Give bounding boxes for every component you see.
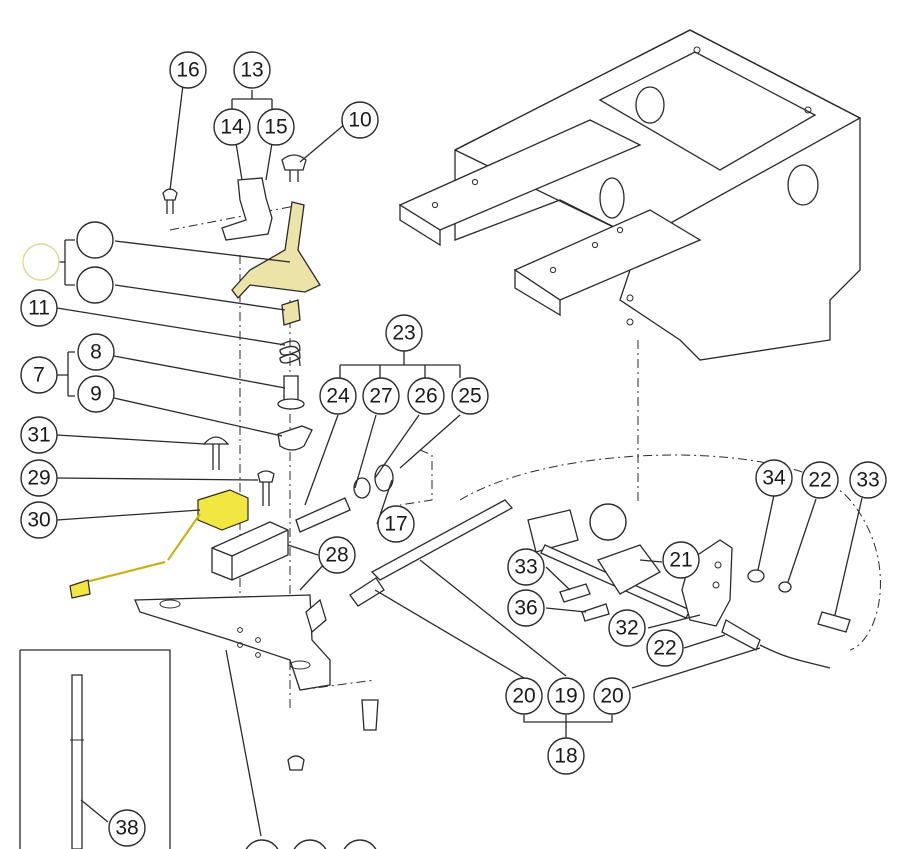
svg-text:20: 20 (512, 685, 535, 708)
callout-blank-right (589, 503, 627, 541)
callout-32: 32 (608, 609, 646, 647)
svg-text:20: 20 (600, 685, 623, 708)
callout-22-top: 22 (801, 461, 839, 499)
callout-25: 25 (451, 377, 489, 415)
callout-17: 17 (377, 505, 415, 543)
svg-text:25: 25 (458, 385, 481, 408)
svg-text:33: 33 (514, 556, 537, 579)
machine-bed-frame (398, 29, 862, 361)
block-28 (211, 521, 289, 581)
screw-16 (162, 188, 178, 214)
svg-text:34: 34 (762, 467, 786, 490)
panel-38 (19, 649, 171, 849)
shaft-24 (295, 497, 351, 533)
svg-text:36: 36 (514, 597, 537, 620)
svg-text:23: 23 (392, 322, 415, 345)
callout-blank-left (22, 243, 60, 281)
svg-text:11: 11 (28, 297, 50, 320)
svg-text:27: 27 (369, 385, 392, 408)
callout-28: 28 (318, 536, 356, 574)
callout-33-left: 33 (507, 548, 545, 586)
callout-15: 15 (257, 108, 295, 146)
svg-text:7: 7 (33, 364, 45, 387)
callout-14: 14 (213, 108, 251, 146)
callout-9: 9 (77, 375, 115, 413)
svg-text:22: 22 (653, 637, 676, 660)
callout-13: 13 (233, 51, 271, 89)
callout-16: 16 (169, 51, 207, 89)
svg-text:22: 22 (808, 469, 831, 492)
callout-38: 38 (108, 809, 146, 847)
callout-blank-lower (76, 266, 114, 304)
bolts-bottom (287, 699, 379, 771)
leader-lines (45, 84, 863, 837)
lever-highlighted (231, 201, 321, 300)
svg-text:17: 17 (384, 513, 407, 536)
callout-bottom-2 (293, 839, 327, 849)
collar-11 (281, 299, 301, 326)
svg-text:26: 26 (414, 385, 437, 408)
svg-text:29: 29 (27, 467, 50, 490)
pin-8 (277, 375, 305, 410)
svg-text:31: 31 (27, 424, 50, 447)
base-plate (134, 594, 331, 691)
svg-text:24: 24 (326, 385, 350, 408)
svg-text:32: 32 (615, 617, 638, 640)
svg-text:13: 13 (240, 59, 263, 82)
callout-blank-upper (76, 221, 114, 259)
svg-text:16: 16 (176, 59, 199, 82)
washers-34-22 (747, 569, 792, 593)
screw-31 (202, 436, 230, 470)
callout-29: 29 (20, 459, 58, 497)
svg-text:38: 38 (115, 817, 138, 840)
svg-text:9: 9 (90, 383, 102, 406)
callout-18: 18 (547, 737, 585, 775)
svg-text:8: 8 (90, 341, 102, 364)
callout-8: 8 (77, 333, 115, 371)
callout-21: 21 (662, 541, 700, 579)
callout-31: 31 (20, 416, 58, 454)
bracket-14-15 (221, 177, 273, 241)
svg-text:33: 33 (856, 469, 879, 492)
sensor-30 (69, 489, 249, 599)
callout-11: 11 (20, 289, 58, 327)
screws-33-36 (559, 583, 851, 633)
callout-36: 36 (507, 589, 545, 627)
callout-bottom-1 (245, 839, 279, 849)
callout-34: 34 (755, 459, 793, 497)
svg-text:30: 30 (27, 509, 50, 532)
callout-20-left: 20 (505, 677, 543, 715)
svg-text:14: 14 (220, 116, 244, 139)
svg-text:10: 10 (348, 109, 371, 132)
callout-7: 7 (20, 356, 58, 394)
plate-9 (277, 425, 313, 451)
svg-text:18: 18 (554, 745, 577, 768)
callout-33-right: 33 (849, 461, 887, 499)
actuator-assembly (527, 509, 831, 669)
screw-29 (257, 470, 275, 506)
screw-10 (281, 154, 307, 182)
callout-23: 23 (385, 314, 423, 352)
callout-bottom-3 (343, 839, 377, 849)
callout-24: 24 (319, 377, 357, 415)
callout-20-right: 20 (593, 677, 631, 715)
svg-text:21: 21 (669, 549, 692, 572)
callout-30: 30 (20, 501, 58, 539)
cable-19 (349, 499, 514, 607)
svg-text:28: 28 (325, 544, 348, 567)
callout-27: 27 (362, 377, 400, 415)
callout-19: 19 (547, 677, 585, 715)
spring-7 (279, 340, 301, 367)
callout-26: 26 (407, 377, 445, 415)
svg-text:19: 19 (554, 685, 577, 708)
callout-10: 10 (341, 101, 379, 139)
callout-22-bottom: 22 (646, 629, 684, 667)
svg-text:15: 15 (264, 116, 287, 139)
